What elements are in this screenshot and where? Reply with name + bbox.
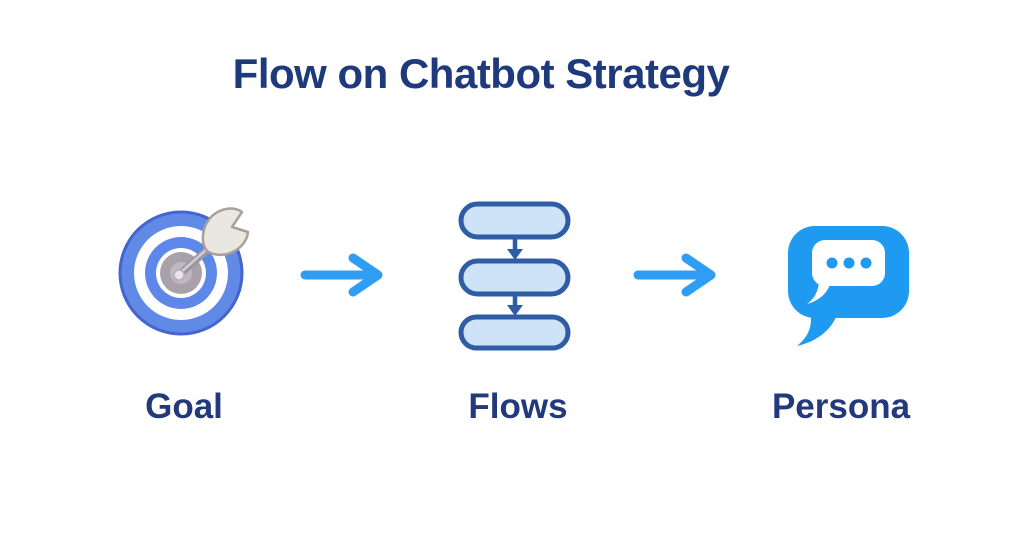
arrow-right-svg: [633, 253, 716, 297]
goal-label: Goal: [145, 387, 223, 426]
target-dart-icon-svg: [118, 207, 250, 336]
chat-bubble-icon: [786, 222, 912, 348]
flows-label: Flows: [468, 387, 568, 426]
page-title: Flow on Chatbot Strategy: [232, 50, 730, 97]
flowchart-icon: [455, 200, 575, 352]
chat-bubble-icon-svg: [788, 226, 909, 346]
flowchart-icon-svg: [458, 201, 571, 351]
arrow-right-svg: [300, 253, 383, 297]
persona-label: Persona: [771, 387, 911, 426]
arrow-right-icon-2: [632, 250, 722, 300]
arrow-right-icon-1: [299, 250, 389, 300]
target-dart-icon: [115, 201, 255, 341]
